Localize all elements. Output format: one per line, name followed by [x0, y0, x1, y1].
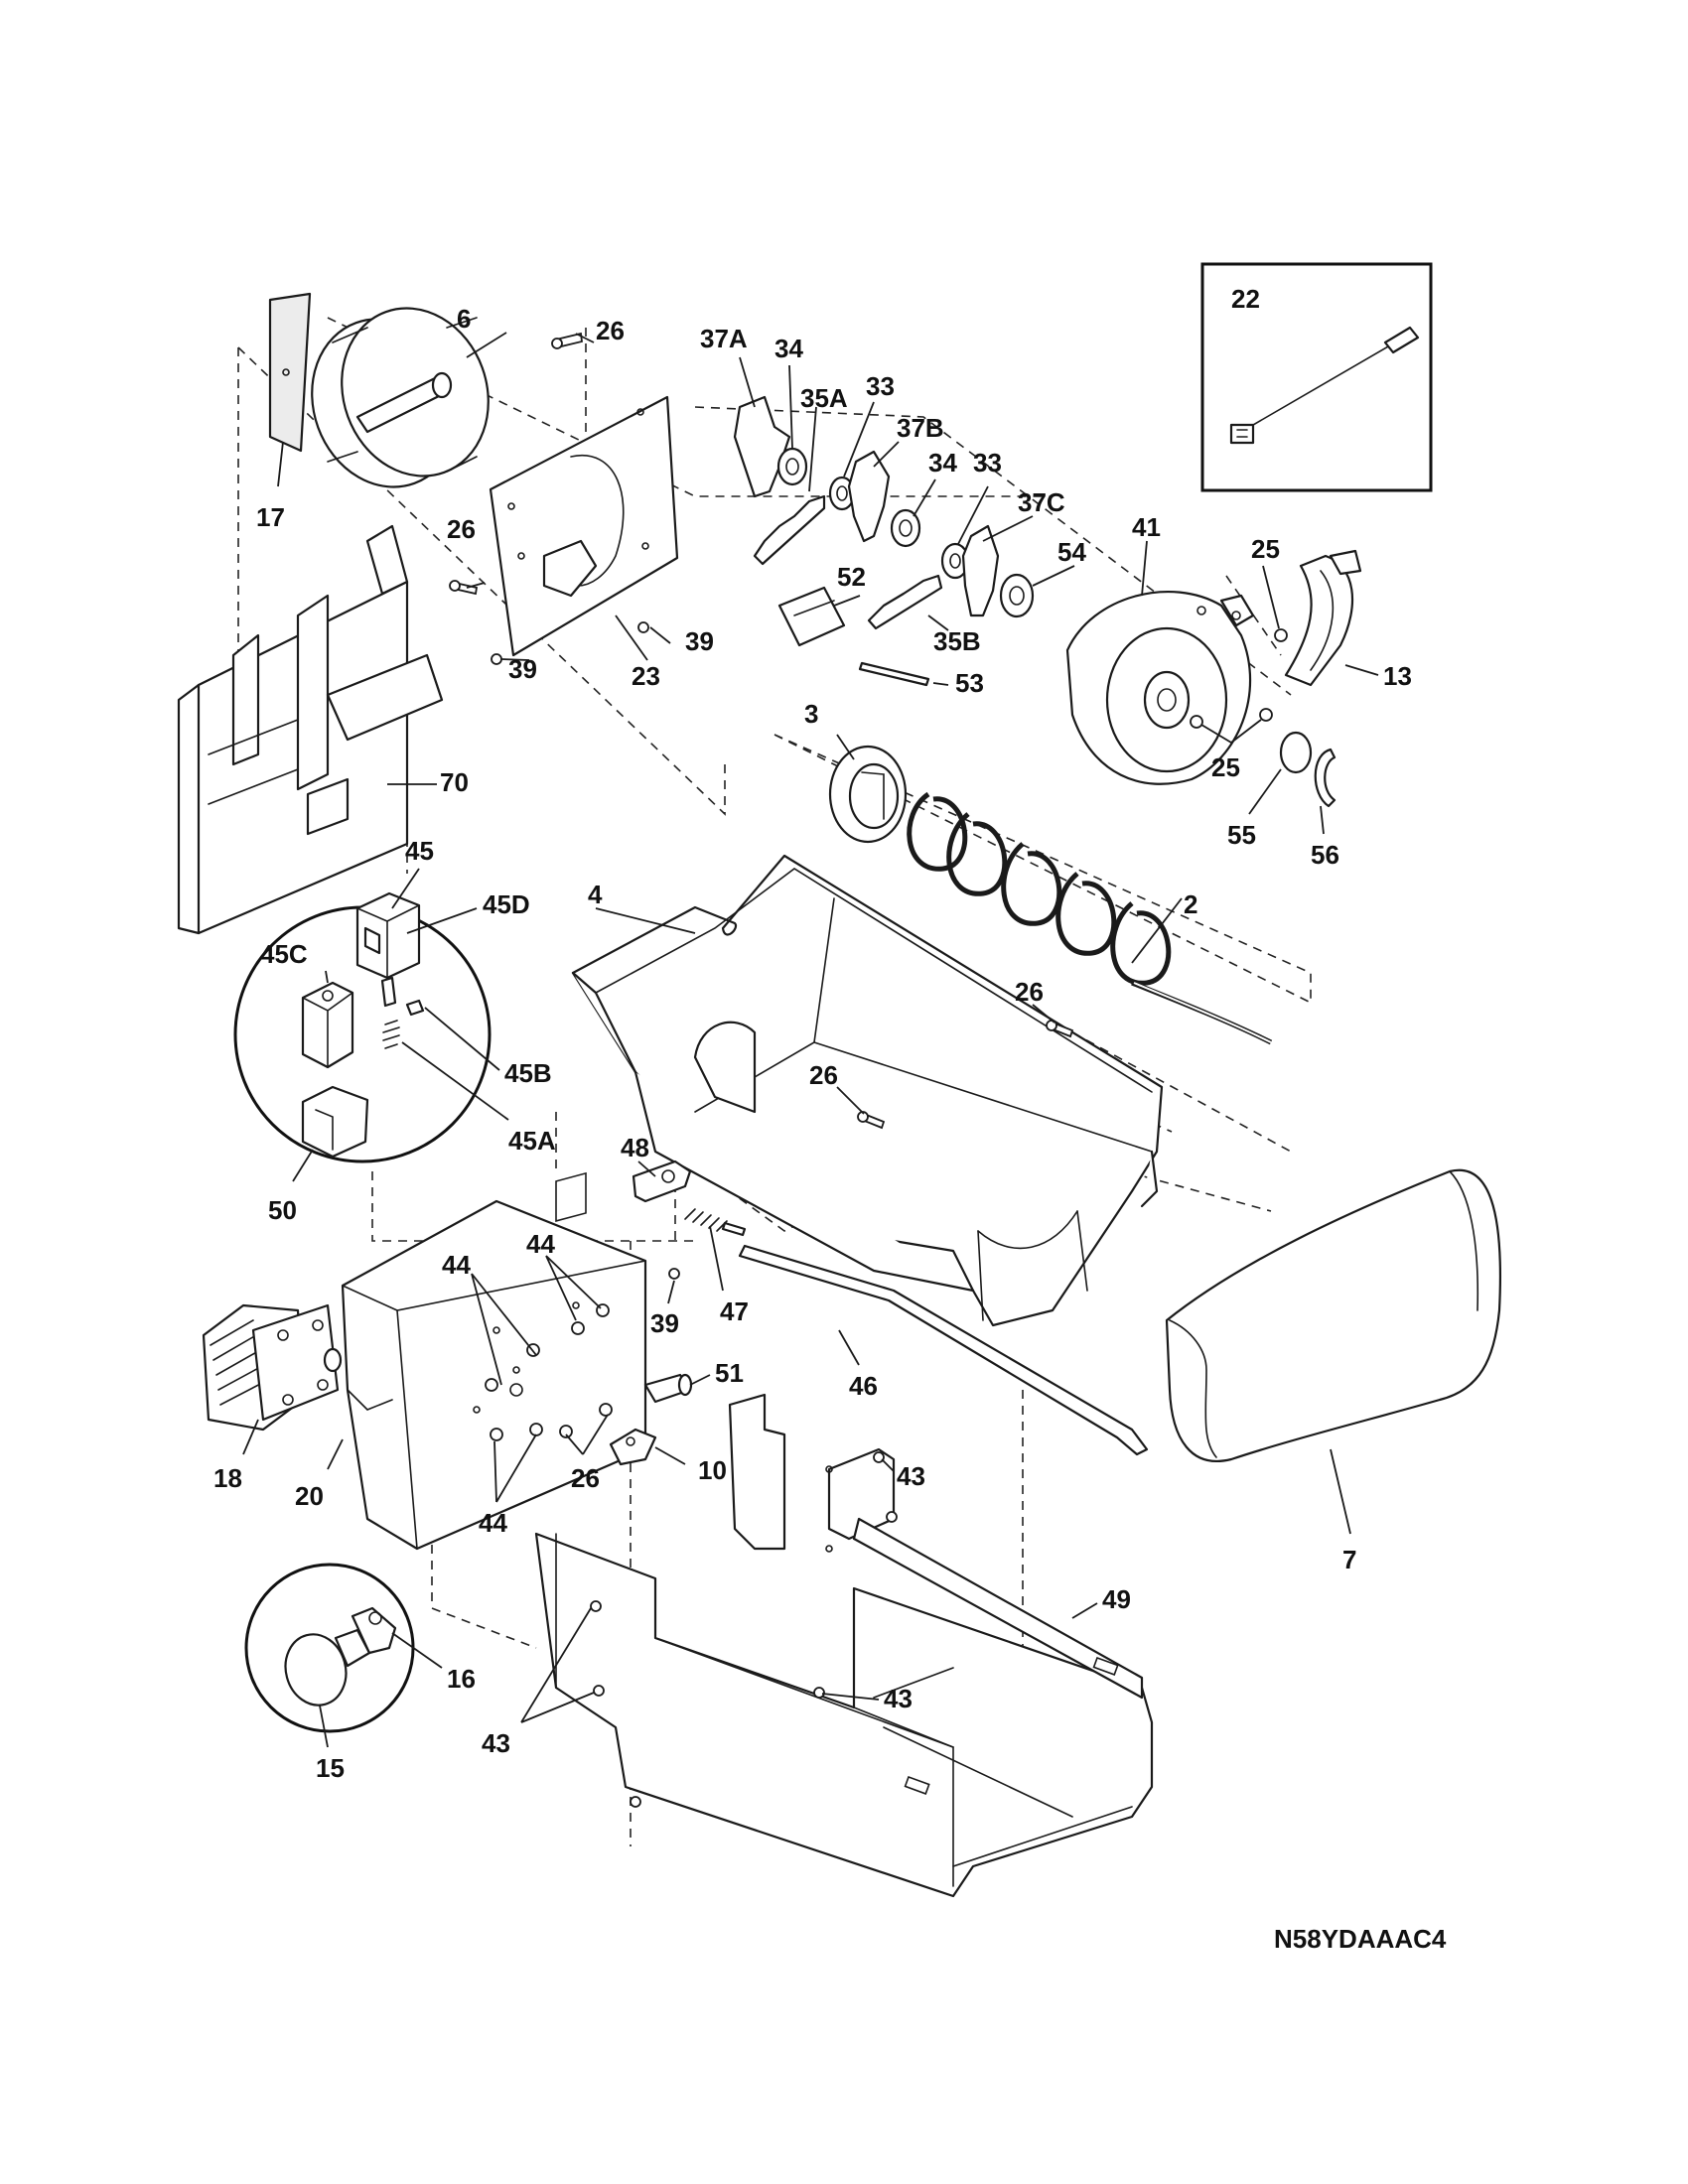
callout-43-c: 43 — [482, 1728, 510, 1758]
callout-26-a: 26 — [596, 316, 625, 345]
callout-6: 6 — [457, 304, 471, 334]
part-51-coupler — [643, 1373, 693, 1404]
callout-45A: 45A — [508, 1126, 556, 1156]
part-13-clip — [1284, 549, 1362, 687]
callout-44-b: 44 — [526, 1229, 555, 1259]
callout-10: 10 — [698, 1455, 727, 1485]
callout-49: 49 — [1102, 1584, 1131, 1614]
callout-26-b: 26 — [447, 514, 476, 544]
callout-35A: 35A — [800, 383, 848, 413]
callout-4: 4 — [588, 880, 603, 909]
callout-44-a: 44 — [442, 1250, 471, 1280]
part-41-housing — [1065, 591, 1255, 785]
callout-18: 18 — [213, 1463, 242, 1493]
callout-45: 45 — [405, 836, 434, 866]
part-17-foam — [268, 292, 312, 453]
screws-43-tray — [590, 1600, 825, 1808]
callout-7: 7 — [1342, 1545, 1356, 1574]
callout-16: 16 — [447, 1664, 476, 1694]
part-mounting-plate — [728, 1393, 898, 1553]
callout-56: 56 — [1311, 840, 1339, 870]
callout-33-a: 33 — [866, 371, 895, 401]
callout-2: 2 — [1184, 889, 1197, 919]
callout-20: 20 — [295, 1481, 324, 1511]
callout-44-c: 44 — [479, 1508, 507, 1538]
callout-51: 51 — [715, 1358, 744, 1388]
part-46-rod — [738, 1244, 1149, 1456]
inset-circle-bulb — [244, 1563, 415, 1733]
part-6-drum — [311, 307, 490, 488]
callout-45D: 45D — [483, 889, 530, 919]
callout-25-a: 25 — [1251, 534, 1280, 564]
callout-39-b: 39 — [685, 626, 714, 656]
callout-39-a: 39 — [508, 654, 537, 684]
callout-3: 3 — [804, 699, 818, 729]
callout-45B: 45B — [504, 1058, 552, 1088]
callout-54: 54 — [1057, 537, 1086, 567]
callout-48: 48 — [621, 1133, 649, 1162]
callout-labels: 6 26 37A 34 35A 33 37B 34 33 37C 41 54 2… — [213, 304, 1412, 1783]
inset-box-22: 22 — [1200, 262, 1433, 492]
callout-37A: 37A — [700, 324, 748, 353]
part-70-bracket — [177, 524, 444, 935]
leader-lines — [242, 332, 1379, 1748]
callout-43-b: 43 — [884, 1684, 913, 1713]
part-3-ring — [828, 745, 908, 844]
callout-47: 47 — [720, 1297, 749, 1326]
part-48-bracket — [632, 1160, 692, 1203]
part-10-cam — [609, 1428, 657, 1466]
crusher-blades-assembly — [733, 395, 1035, 687]
callout-45C: 45C — [260, 939, 308, 969]
callout-55: 55 — [1227, 820, 1256, 850]
callout-34-a: 34 — [774, 334, 803, 363]
callout-53: 53 — [955, 668, 984, 698]
callout-46: 46 — [849, 1371, 878, 1401]
inset-circle-45 — [233, 891, 492, 1163]
callout-41: 41 — [1132, 512, 1161, 542]
rings-55-56 — [1279, 731, 1336, 808]
callout-13: 13 — [1383, 661, 1412, 691]
callout-26-c: 26 — [1015, 977, 1044, 1007]
screws-25 — [1190, 628, 1288, 729]
callout-70: 70 — [440, 767, 469, 797]
callout-37C: 37C — [1018, 487, 1065, 517]
callout-50: 50 — [268, 1195, 297, 1225]
callout-25-b: 25 — [1211, 752, 1240, 782]
callout-37B: 37B — [897, 413, 944, 443]
part-4-bucket — [571, 854, 1164, 1327]
callout-26-d: 26 — [809, 1060, 838, 1090]
part-23-plate — [489, 395, 679, 657]
callout-33-b: 33 — [973, 448, 1002, 478]
callout-39-c: 39 — [650, 1308, 679, 1338]
part-49-tray — [534, 1517, 1154, 1898]
callout-23: 23 — [632, 661, 660, 691]
part-20-housing — [341, 1171, 647, 1551]
part-7-cover — [1165, 1168, 1502, 1462]
callout-15: 15 — [316, 1753, 345, 1783]
callout-35B: 35B — [933, 626, 981, 656]
screws-26-gear — [559, 1403, 613, 1438]
part-47-spring — [684, 1208, 747, 1237]
probe-22 — [1229, 326, 1420, 445]
callout-43-a: 43 — [897, 1461, 925, 1491]
part-18-motor — [202, 1303, 343, 1432]
callout-26-e: 26 — [571, 1463, 600, 1493]
callout-52: 52 — [837, 562, 866, 592]
screw-39 — [668, 1268, 680, 1280]
inset-label: 22 — [1231, 284, 1260, 314]
callout-17: 17 — [256, 502, 285, 532]
callout-34-b: 34 — [928, 448, 957, 478]
diagram-code: N58YDAAAC4 — [1274, 1924, 1447, 1954]
